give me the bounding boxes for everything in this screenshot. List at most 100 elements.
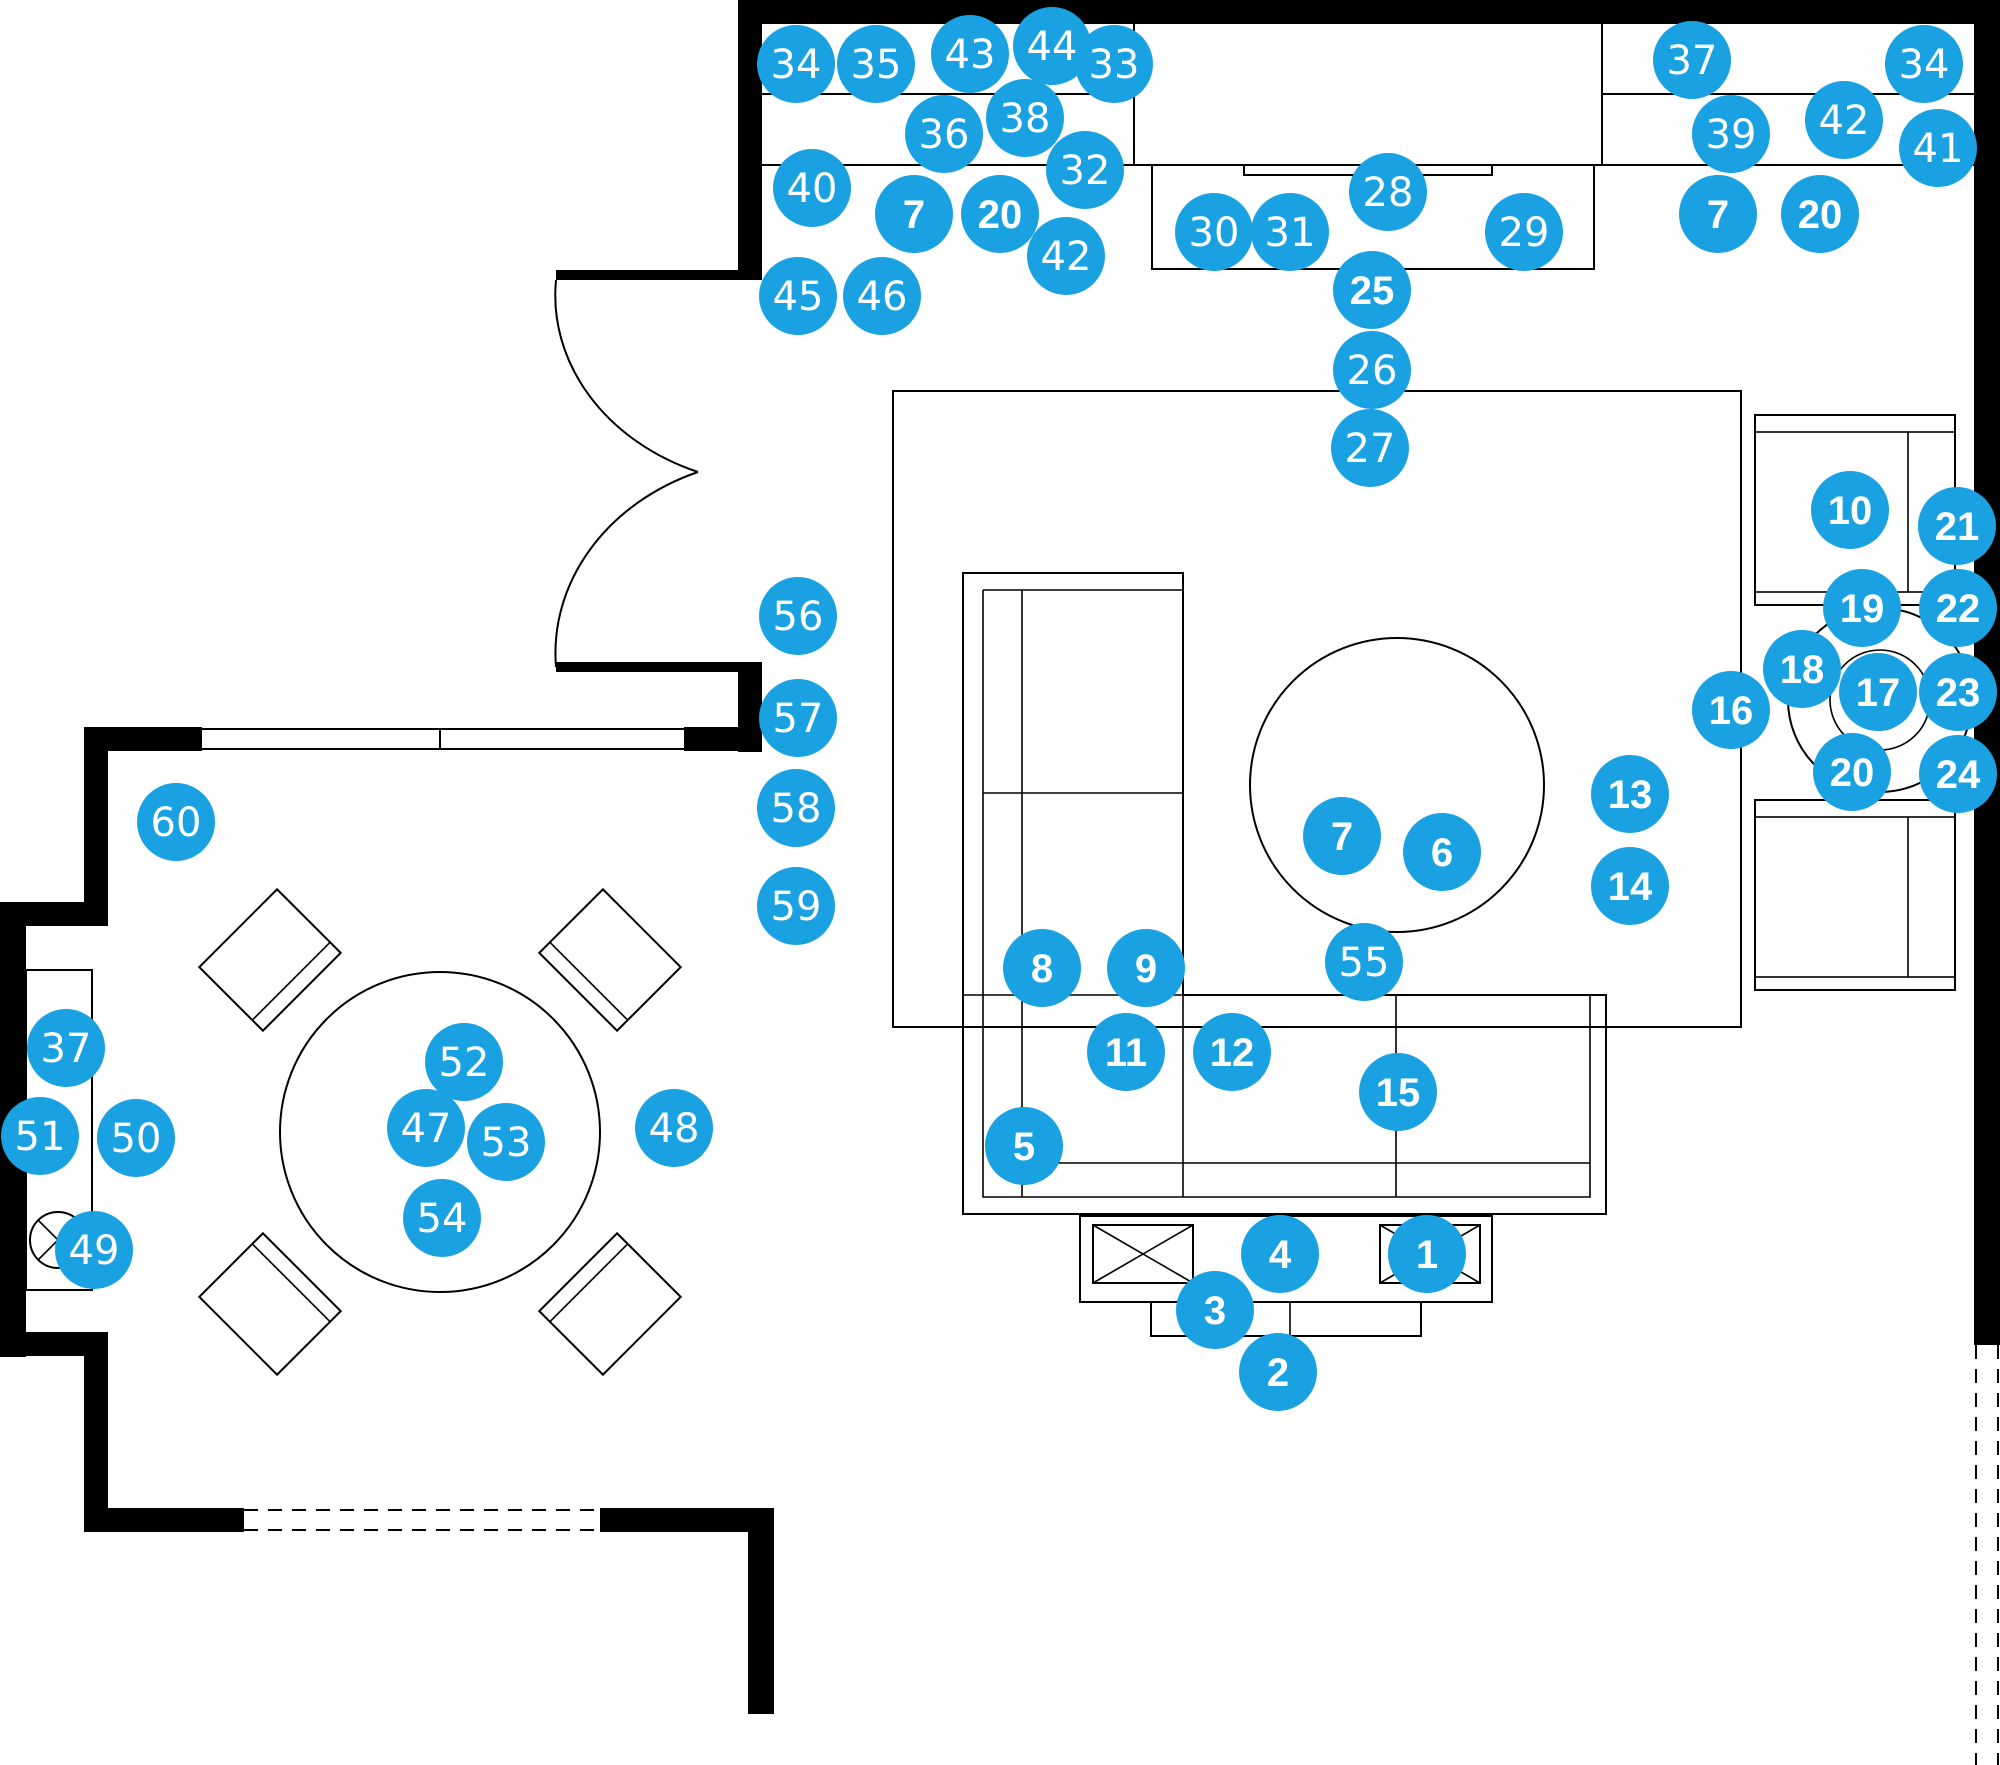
- marker-label: 49: [69, 1228, 120, 1274]
- marker-label: 47: [401, 1106, 452, 1152]
- marker-36: 36: [905, 95, 983, 173]
- marker-43: 43: [931, 15, 1009, 93]
- marker-59: 59: [757, 867, 835, 945]
- marker-circle: [1763, 630, 1841, 708]
- marker-label: 15: [1376, 1071, 1421, 1115]
- marker-label: 32: [1060, 148, 1111, 194]
- marker-circle: [1175, 193, 1253, 271]
- marker-circle: [1193, 1013, 1271, 1091]
- marker-circle: [1679, 175, 1757, 253]
- marker-circle: [635, 1089, 713, 1167]
- marker-58: 58: [757, 769, 835, 847]
- marker-22: 22: [1919, 569, 1997, 647]
- dining-area: [25, 887, 683, 1377]
- marker-circle: [875, 175, 953, 253]
- marker-53: 53: [467, 1103, 545, 1181]
- marker-21: 21: [1918, 487, 1996, 565]
- marker-23: 23: [1919, 653, 1997, 731]
- marker-circle: [1, 1097, 79, 1175]
- marker-label: 24: [1936, 753, 1981, 797]
- marker-label: 3: [1204, 1289, 1226, 1333]
- marker-circle: [1046, 131, 1124, 209]
- marker-44: 44: [1013, 7, 1091, 85]
- marker-label: 9: [1135, 947, 1157, 991]
- marker-45: 45: [759, 257, 837, 335]
- marker-label: 31: [1265, 210, 1316, 256]
- marker-label: 42: [1819, 98, 1870, 144]
- marker-4: 4: [1241, 1215, 1319, 1293]
- marker-circle: [387, 1089, 465, 1167]
- marker-circle: [1919, 569, 1997, 647]
- marker-label: 34: [1899, 42, 1950, 88]
- marker-circle: [1107, 929, 1185, 1007]
- marker-15: 15: [1359, 1053, 1437, 1131]
- marker-56: 56: [759, 577, 837, 655]
- marker-label: 53: [481, 1120, 532, 1166]
- marker-34: 34: [757, 25, 835, 103]
- marker-label: 45: [773, 274, 824, 320]
- marker-circle: [1003, 929, 1081, 1007]
- marker-label: 5: [1013, 1125, 1035, 1169]
- marker-30: 30: [1175, 193, 1253, 271]
- marker-10: 10: [1811, 471, 1889, 549]
- marker-51: 51: [1, 1097, 79, 1175]
- marker-37: 37: [27, 1009, 105, 1087]
- marker-20: 20: [1781, 175, 1859, 253]
- marker-42: 42: [1805, 81, 1883, 159]
- marker-label: 51: [15, 1114, 66, 1160]
- marker-circle: [1692, 95, 1770, 173]
- marker-label: 33: [1089, 42, 1140, 88]
- marker-label: 60: [151, 800, 202, 846]
- marker-circle: [1087, 1013, 1165, 1091]
- marker-label: 2: [1267, 1351, 1289, 1395]
- marker-circle: [137, 783, 215, 861]
- marker-9: 9: [1107, 929, 1185, 1007]
- marker-label: 1: [1416, 1233, 1438, 1277]
- marker-circle: [1823, 569, 1901, 647]
- marker-circle: [1075, 25, 1153, 103]
- marker-circle: [1403, 813, 1481, 891]
- marker-circle: [1899, 109, 1977, 187]
- marker-2: 2: [1239, 1333, 1317, 1411]
- marker-label: 26: [1347, 348, 1398, 394]
- marker-37: 37: [1653, 21, 1731, 99]
- marker-26: 26: [1333, 331, 1411, 409]
- marker-label: 23: [1936, 671, 1981, 715]
- marker-label: 11: [1105, 1031, 1147, 1075]
- marker-circle: [1919, 735, 1997, 813]
- marker-label: 29: [1499, 210, 1550, 256]
- marker-circle: [1653, 21, 1731, 99]
- marker-label: 38: [1000, 96, 1051, 142]
- marker-49: 49: [55, 1211, 133, 1289]
- marker-label: 48: [649, 1106, 700, 1152]
- marker-label: 50: [111, 1116, 162, 1162]
- marker-24: 24: [1919, 735, 1997, 813]
- marker-label: 28: [1363, 170, 1414, 216]
- marker-label: 55: [1339, 940, 1390, 986]
- marker-circle: [1013, 7, 1091, 85]
- marker-label: 36: [919, 112, 970, 158]
- marker-circle: [843, 257, 921, 335]
- marker-54: 54: [403, 1179, 481, 1257]
- marker-circle: [1331, 409, 1409, 487]
- marker-7: 7: [1303, 797, 1381, 875]
- marker-55: 55: [1325, 923, 1403, 1001]
- marker-circle: [985, 1107, 1063, 1185]
- marker-13: 13: [1591, 755, 1669, 833]
- marker-circle: [905, 95, 983, 173]
- marker-18: 18: [1763, 630, 1841, 708]
- marker-label: 20: [1830, 751, 1875, 795]
- marker-38: 38: [986, 79, 1064, 157]
- coffee-table: [1249, 637, 1545, 933]
- marker-circle: [425, 1023, 503, 1101]
- marker-47: 47: [387, 1089, 465, 1167]
- marker-29: 29: [1485, 193, 1563, 271]
- marker-label: 27: [1345, 426, 1396, 472]
- marker-circle: [757, 769, 835, 847]
- marker-14: 14: [1591, 847, 1669, 925]
- marker-label: 43: [945, 32, 996, 78]
- marker-8: 8: [1003, 929, 1081, 1007]
- marker-circle: [1251, 193, 1329, 271]
- marker-label: 20: [1798, 193, 1843, 237]
- marker-label: 40: [787, 166, 838, 212]
